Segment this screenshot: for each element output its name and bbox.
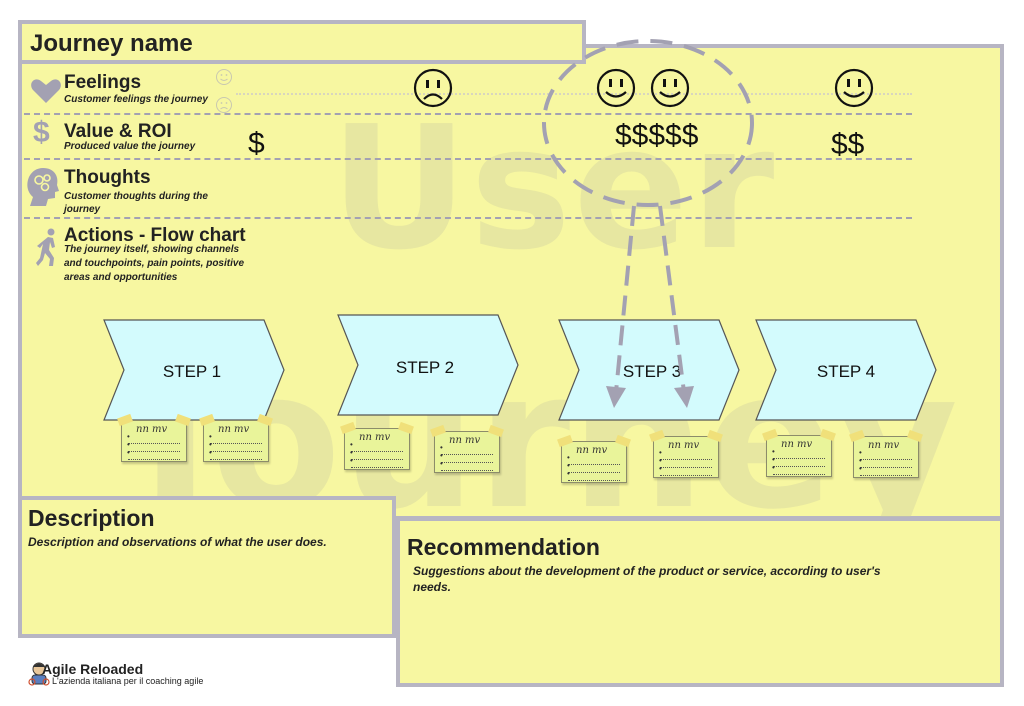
sad-face-icon[interactable] [413,68,453,108]
walking-person-icon [36,228,55,266]
recommendation-text: Suggestions about the development of the… [413,564,881,578]
recommendation-panel[interactable]: Recommendation Suggestions about the dev… [396,517,1004,687]
sticky-note[interactable]: nn mv [649,429,723,478]
heart-icon [31,79,61,103]
title-bar: Journey name [18,20,586,64]
row-divider [24,217,912,219]
actions-subtitle-3: areas and opportunities [64,272,178,283]
value-step4[interactable]: $$ [831,128,865,161]
value-title: Value & ROI [64,121,172,142]
step-3-chevron[interactable] [555,318,741,422]
actions-subtitle: The journey itself, showing channels [64,244,240,255]
happy-face-icon[interactable] [834,68,874,108]
actions-title: Actions - Flow chart [64,225,246,246]
scale-sad-icon [216,97,232,113]
row-divider [24,113,912,115]
brand-name: Agile Reloaded [42,661,144,677]
step-4-chevron[interactable] [752,318,938,422]
value-step1[interactable]: $ [248,127,265,160]
sticky-note[interactable]: nn mv [340,421,414,470]
happy-face-icon[interactable] [596,68,636,108]
description-title: Description [28,505,155,531]
agile-reloaded-logo [28,662,50,686]
head-thoughts-icon [27,168,59,206]
step-3-label: STEP 3 [622,362,682,381]
journey-title[interactable]: Journey name [30,30,193,57]
step-1-label: STEP 1 [162,362,222,381]
recommendation-title: Recommendation [407,534,600,560]
recommendation-text-2: needs. [413,580,452,594]
sticky-note[interactable]: nn mv [199,413,273,462]
value-step3[interactable]: $$$$$ [615,119,699,152]
step-2-chevron[interactable] [334,313,520,417]
sticky-note[interactable]: nn mv [762,428,836,477]
value-subtitle: Produced value the journey [64,141,196,152]
thoughts-title: Thoughts [64,167,151,188]
sticky-note[interactable]: nn mv [117,413,191,462]
happy-face-icon[interactable] [650,68,690,108]
sticky-note[interactable]: nn mv [430,424,504,473]
description-panel[interactable]: Description Description and observations… [18,496,396,638]
step-2-label: STEP 2 [395,358,455,377]
description-text: Description and observations of what the… [28,535,327,549]
actions-subtitle-2: and touchpoints, pain points, positive [64,258,244,269]
scale-happy-icon [216,69,232,85]
dollar-icon: $ [33,116,50,149]
feelings-subtitle: Customer feelings the journey [64,94,208,105]
thoughts-subtitle: Customer thoughts during the [64,191,208,202]
feelings-title: Feelings [64,72,142,93]
step-4-label: STEP 4 [816,362,876,381]
thoughts-subtitle-2: journey [64,204,101,215]
brand-tagline: L'azienda italiana per il coaching agile [52,676,204,686]
sticky-note[interactable]: nn mv [849,429,923,478]
sticky-note[interactable]: nn mv [557,434,631,483]
row-divider [24,158,912,160]
feelings-baseline [236,93,912,95]
